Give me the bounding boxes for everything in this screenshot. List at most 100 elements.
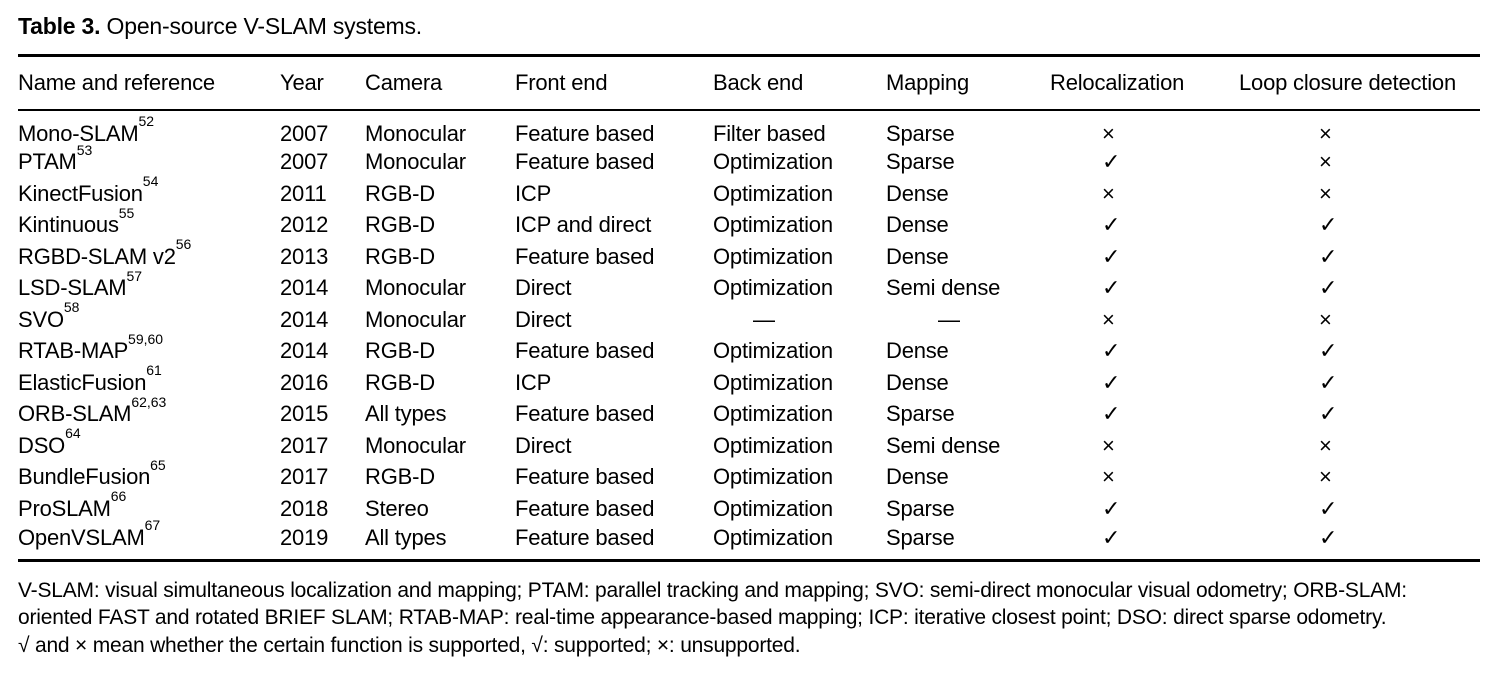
cell-loop-closure: ✓: [1319, 524, 1338, 550]
cell-camera: RGB-D: [365, 338, 435, 364]
cell-relocalization: ✓: [1102, 212, 1121, 238]
column-header-name: Name and reference: [18, 69, 215, 95]
cell-mapping: Semi dense: [886, 275, 1001, 301]
cell-relocalization: ✓: [1102, 524, 1121, 550]
system-name: DSO: [18, 432, 66, 458]
cell-year: 2017: [280, 432, 329, 458]
cell-loop-closure: ✓: [1319, 212, 1338, 238]
reference-superscript: 57: [126, 267, 143, 284]
cell-front-end: Feature based: [515, 401, 655, 427]
reference-superscript: 67: [144, 516, 161, 533]
cell-camera: Monocular: [365, 432, 466, 458]
reference-superscript: 53: [76, 141, 93, 158]
cell-loop-closure: ✓: [1319, 243, 1338, 269]
cell-front-end: Feature based: [515, 524, 655, 550]
vslam-systems-table: Name and reference Year Camera Front end…: [18, 54, 1480, 562]
cell-mapping: —: [938, 306, 960, 332]
cell-year: 2007: [280, 149, 329, 175]
cell-mapping: Dense: [886, 243, 949, 269]
cell-camera: Monocular: [365, 306, 466, 332]
cell-system-name: Mono-SLAM52: [18, 110, 280, 147]
reference-superscript: 64: [65, 425, 81, 442]
cell-system-name: KinectFusion54: [18, 174, 280, 210]
cell-loop-closure: ✓: [1319, 401, 1338, 427]
column-header-front-end: Front end: [515, 69, 608, 95]
cell-year: 2007: [280, 120, 329, 146]
cell-camera: All types: [365, 524, 447, 550]
cell-year: 2014: [280, 306, 329, 332]
cell-loop-closure: ✓: [1319, 338, 1338, 364]
system-name: ORB-SLAM: [18, 401, 132, 427]
footnote-line: V-SLAM: visual simultaneous localization…: [18, 578, 1407, 602]
cell-relocalization: ✓: [1102, 495, 1121, 521]
cell-mapping: Dense: [886, 338, 949, 364]
cell-back-end: Optimization: [713, 180, 833, 206]
table-footnotes: V-SLAM: visual simultaneous localization…: [18, 577, 1488, 660]
system-name: KinectFusion: [18, 180, 143, 206]
cell-system-name: RGBD-SLAM v256: [18, 237, 280, 273]
cell-front-end: ICP: [515, 180, 552, 206]
cell-loop-closure: ✓: [1319, 495, 1338, 521]
cell-year: 2019: [280, 524, 329, 550]
reference-superscript: 52: [138, 112, 155, 129]
cell-relocalization: ×: [1102, 464, 1115, 490]
cell-relocalization: ✓: [1102, 338, 1121, 364]
system-name: BundleFusion: [18, 464, 151, 490]
reference-superscript: 61: [146, 362, 162, 379]
column-header-loop-closure: Loop closure detection: [1239, 69, 1456, 95]
system-name: OpenVSLAM: [18, 524, 145, 550]
cell-system-name: BundleFusion65: [18, 458, 280, 494]
table-caption-text: Open-source V-SLAM systems.: [106, 13, 423, 39]
reference-superscript: 66: [110, 488, 127, 505]
cell-year: 2017: [280, 464, 329, 490]
column-header-mapping: Mapping: [886, 69, 969, 95]
cell-front-end: Feature based: [515, 120, 655, 146]
cell-loop-closure: ×: [1319, 149, 1332, 175]
cell-back-end: Optimization: [713, 149, 833, 175]
cell-system-name: OpenVSLAM67: [18, 518, 280, 561]
column-header-camera: Camera: [365, 69, 443, 95]
system-name: ElasticFusion: [18, 369, 147, 395]
cell-back-end: Optimization: [713, 524, 833, 550]
cell-mapping: Sparse: [886, 149, 955, 175]
table-header: Name and reference Year Camera Front end…: [18, 56, 1480, 110]
system-name: LSD-SLAM: [18, 275, 127, 301]
footnote-line: oriented FAST and rotated BRIEF SLAM; RT…: [18, 606, 1387, 629]
cell-mapping: Sparse: [886, 401, 955, 427]
reference-superscript: 65: [150, 456, 166, 473]
system-name: SVO: [18, 306, 64, 332]
cell-relocalization: ✓: [1102, 243, 1121, 269]
cell-mapping: Dense: [886, 369, 949, 395]
reference-superscript: 55: [118, 204, 135, 221]
column-header-back-end: Back end: [713, 69, 804, 95]
cell-mapping: Sparse: [886, 524, 955, 550]
cell-back-end: Filter based: [713, 120, 826, 146]
cell-camera: RGB-D: [365, 464, 435, 490]
cell-camera: Monocular: [365, 275, 466, 301]
cell-back-end: Optimization: [713, 495, 833, 521]
reference-superscript: 54: [142, 173, 159, 190]
cell-year: 2016: [280, 369, 329, 395]
system-name: RTAB-MAP: [18, 338, 129, 364]
cell-relocalization: ✓: [1102, 149, 1121, 175]
cell-system-name: ElasticFusion61: [18, 363, 280, 399]
cell-system-name: SVO58: [18, 300, 280, 336]
column-header-year: Year: [280, 69, 324, 95]
cell-relocalization: ×: [1102, 120, 1115, 146]
cell-back-end: Optimization: [713, 275, 833, 301]
table-caption: Table 3. Open-source V-SLAM systems.: [18, 12, 1481, 40]
cell-year: 2015: [280, 401, 329, 427]
system-name: PTAM: [18, 149, 77, 175]
cell-camera: All types: [365, 401, 447, 427]
cell-back-end: Optimization: [713, 243, 833, 269]
cell-front-end: Feature based: [515, 149, 655, 175]
cell-system-name: ProSLAM66: [18, 489, 280, 525]
